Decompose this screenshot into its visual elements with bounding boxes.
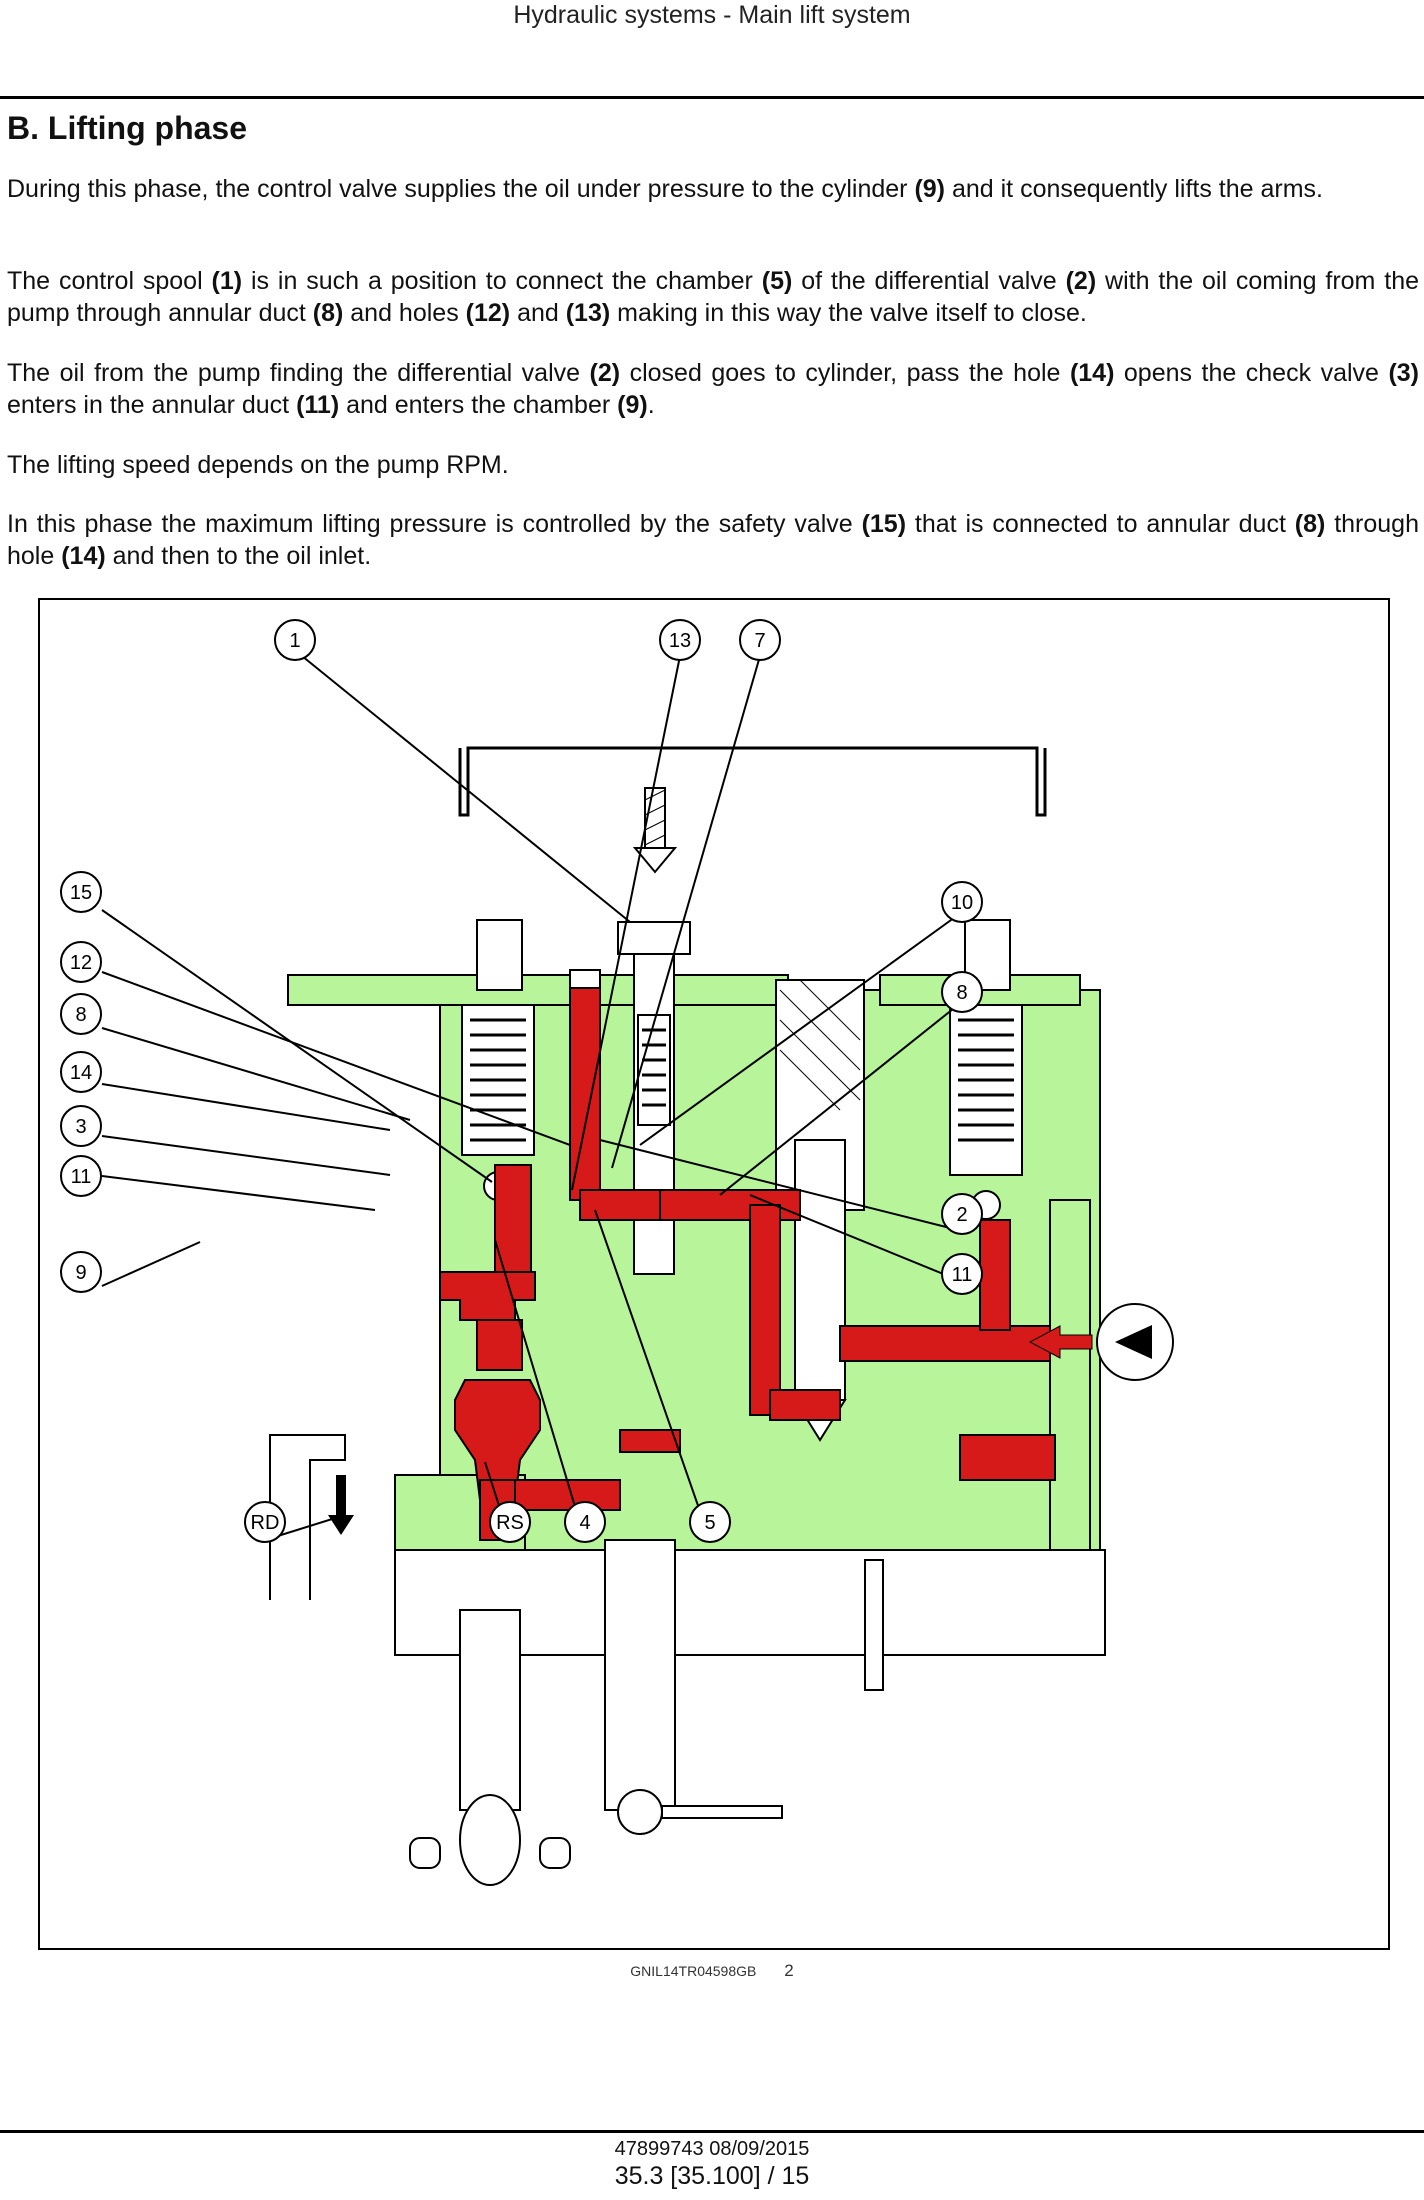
- valve-diagram: 1 13 7 15 12 8 14 3 11 9 10 8 2 11 RD RS…: [38, 598, 1390, 1950]
- reference-number: (1): [211, 267, 243, 295]
- callouts: 1 13 7 15 12 8 14 3 11 9 10 8 2 11 RD RS…: [60, 619, 983, 1543]
- svg-text:8: 8: [956, 982, 967, 1004]
- text-run: In this phase the maximum lifting pressu…: [7, 510, 862, 538]
- lower-assembly: [409, 1539, 884, 1886]
- text-run: and holes: [343, 299, 466, 327]
- text-run: opens the check valve: [1114, 359, 1389, 387]
- figure-caption: GNIL14TR04598GB 2: [0, 1961, 1424, 1981]
- callout-1: 1: [274, 619, 316, 661]
- callout-5: 5: [689, 1501, 731, 1543]
- callout-RD: RD: [244, 1501, 286, 1543]
- reference-number: (13): [565, 299, 611, 327]
- footer-rule: [0, 2130, 1424, 2133]
- caption-code: GNIL14TR04598GB: [630, 1963, 757, 1979]
- reference-number: (2): [1065, 267, 1097, 295]
- caption-number: 2: [784, 1961, 794, 1980]
- pump-inlet-symbol: [1028, 1303, 1174, 1381]
- callout-11-right: 11: [941, 1253, 983, 1295]
- text-run: enters in the annular duct: [7, 391, 297, 419]
- paragraph-5: In this phase the maximum lifting pressu…: [7, 508, 1419, 572]
- callout-14: 14: [60, 1051, 102, 1093]
- callout-7: 7: [739, 619, 781, 661]
- svg-text:10: 10: [951, 892, 973, 914]
- callout-4: 4: [564, 1501, 606, 1543]
- reference-number: (8): [1294, 510, 1326, 538]
- reference-number: (9): [914, 175, 946, 203]
- relief-valve-10: [949, 919, 1023, 1220]
- text-run: During this phase, the control valve sup…: [7, 175, 915, 203]
- text-run: and: [510, 299, 566, 327]
- svg-text:12: 12: [70, 952, 92, 974]
- svg-text:11: 11: [952, 1264, 973, 1286]
- callout-RS: RS: [489, 1501, 531, 1543]
- text-run: The control spool: [7, 267, 212, 295]
- text-run: that is connected to annular duct: [906, 510, 1295, 538]
- svg-text:4: 4: [579, 1512, 590, 1534]
- svg-text:3: 3: [75, 1116, 86, 1138]
- callout-8-left: 8: [60, 993, 102, 1035]
- text-run: through hole: [7, 510, 1419, 570]
- text-run: The oil from the pump finding the differ…: [7, 359, 590, 387]
- footer-doc-date: 47899743 08/09/2015: [614, 2138, 810, 2160]
- svg-text:14: 14: [70, 1062, 92, 1084]
- svg-text:9: 9: [75, 1262, 86, 1284]
- text-run: and it consequently lifts the arms.: [945, 175, 1323, 203]
- callout-leaders: [101, 655, 959, 1541]
- svg-text:8: 8: [75, 1004, 86, 1026]
- text-run: closed goes to cylinder, pass the hole: [620, 359, 1070, 387]
- svg-text:1: 1: [289, 630, 300, 652]
- reference-number: (9): [617, 391, 648, 419]
- differential-valve: [775, 979, 865, 1442]
- text-run: is in such a position to connect the cha…: [242, 267, 762, 295]
- text-run: .: [647, 391, 655, 419]
- svg-text:RS: RS: [496, 1512, 524, 1534]
- text-run: with the oil coming from the pump throug…: [7, 267, 1420, 327]
- callout-13: 13: [659, 619, 701, 661]
- paragraph-4: The lifting speed depends on the pump RP…: [7, 449, 1419, 481]
- reference-number: (3): [1388, 359, 1419, 387]
- text-run: and then to the oil inlet.: [105, 542, 372, 570]
- svg-text:5: 5: [704, 1512, 715, 1534]
- text-run: and enters the chamber: [339, 391, 618, 419]
- callout-3: 3: [60, 1105, 102, 1147]
- paragraph-2: The control spool (1) is in such a posit…: [7, 265, 1419, 329]
- reference-number: (15): [861, 510, 907, 538]
- text-run: of the differential valve: [792, 267, 1066, 295]
- callout-12: 12: [60, 941, 102, 983]
- callout-8-right: 8: [941, 971, 983, 1013]
- text-run: The lifting speed depends on the pump RP…: [7, 451, 509, 479]
- reference-number: (11): [296, 391, 340, 419]
- svg-text:15: 15: [70, 882, 92, 904]
- reference-number: (2): [589, 359, 621, 387]
- section-title: B. Lifting phase: [7, 110, 247, 146]
- svg-text:7: 7: [754, 630, 765, 652]
- paragraph-3: The oil from the pump finding the differ…: [7, 357, 1419, 421]
- callout-9: 9: [60, 1251, 102, 1293]
- reference-number: (14): [61, 542, 106, 570]
- valve-section-drawing: 1 13 7 15 12 8 14 3 11 9 10 8 2 11 RD RS…: [60, 619, 1174, 1886]
- reference-number: (12): [465, 299, 511, 327]
- callout-2: 2: [941, 1193, 983, 1235]
- reference-number: (14): [1069, 359, 1115, 387]
- text-run: making in this way the valve itself to c…: [610, 299, 1087, 327]
- footer-page-ref: 35.3 [35.100] / 15: [614, 2162, 810, 2190]
- lift-cylinder: [269, 1434, 354, 1600]
- paragraph-1: During this phase, the control valve sup…: [7, 173, 1419, 205]
- reference-number: (8): [312, 299, 344, 327]
- svg-text:RD: RD: [251, 1512, 280, 1534]
- svg-text:13: 13: [669, 630, 691, 652]
- callout-11-left: 11: [60, 1155, 102, 1197]
- reference-number: (5): [761, 267, 793, 295]
- svg-text:2: 2: [956, 1204, 967, 1226]
- header-rule: [0, 96, 1424, 99]
- callout-10: 10: [941, 881, 983, 923]
- pressurised-oil: [439, 969, 1056, 1541]
- page-header: Hydraulic systems - Main lift system: [513, 1, 911, 29]
- svg-text:11: 11: [71, 1166, 92, 1188]
- callout-15: 15: [60, 871, 102, 913]
